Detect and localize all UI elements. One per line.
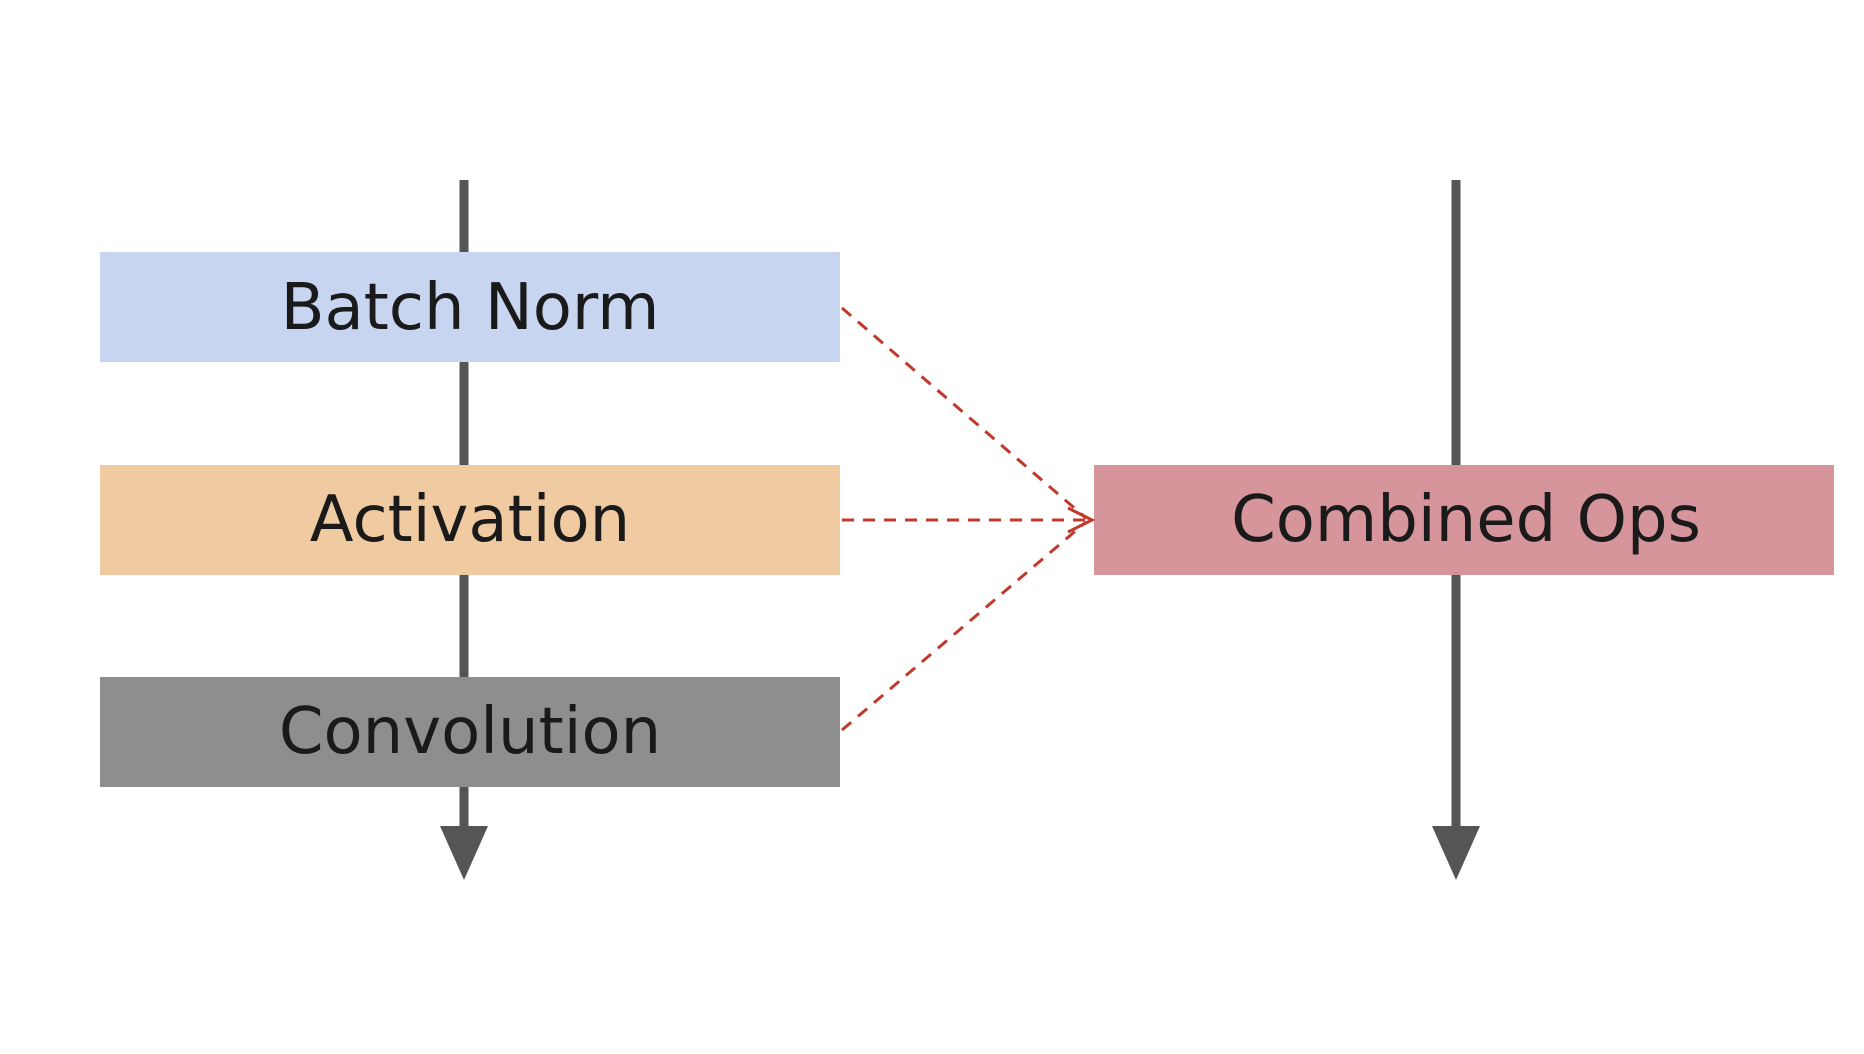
convolution-box: [100, 677, 840, 787]
right-flow-arrowhead: [1432, 826, 1480, 880]
convolution-label: Convolution: [279, 695, 661, 769]
combined-ops-box: [1094, 465, 1834, 575]
activation-label: Activation: [310, 483, 630, 557]
batch-norm-box: [100, 252, 840, 362]
combined-ops-label: Combined Ops: [1231, 483, 1701, 557]
merge-arrow-batch-norm: [841, 306, 1087, 520]
left-flow-arrowhead: [440, 826, 488, 880]
merge-arrowhead: [1067, 506, 1096, 534]
activation-box: [100, 465, 840, 575]
merge-arrow-convolution: [841, 520, 1087, 732]
batch-norm-label: Batch Norm: [281, 271, 660, 345]
